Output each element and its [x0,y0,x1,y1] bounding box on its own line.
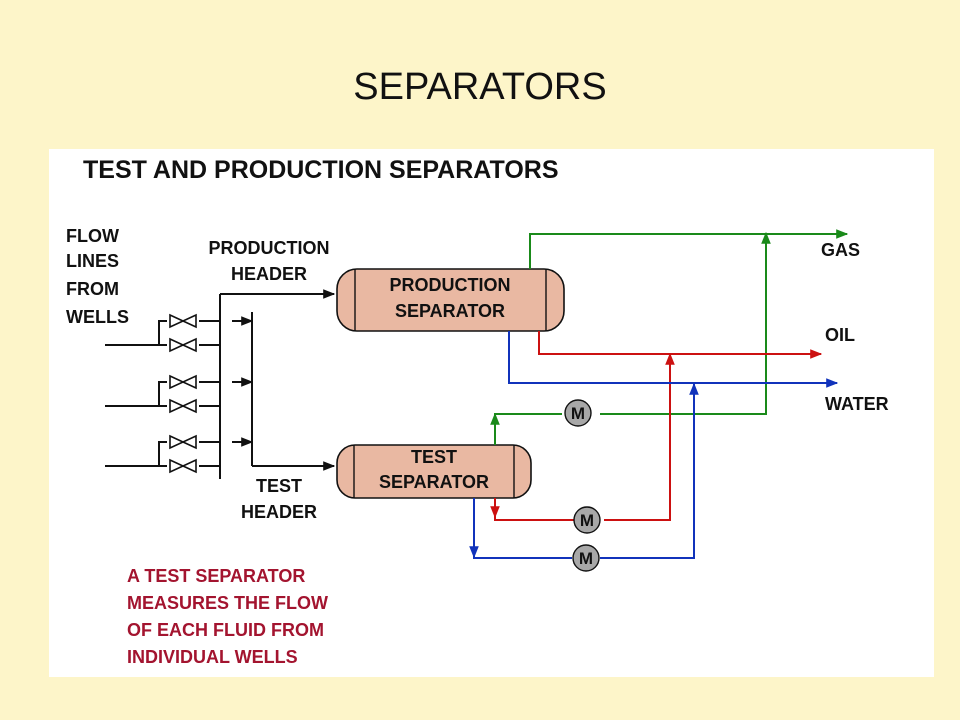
gas-output-label: GAS [821,240,860,260]
svg-text:FLOW: FLOW [66,226,119,246]
gas-lines [490,229,849,445]
test-separator-note: A TEST SEPARATOR MEASURES THE FLOW OF EA… [127,566,328,667]
production-header-pipe [219,289,336,479]
svg-text:FROM: FROM [66,279,119,299]
valve-icon [169,398,197,414]
svg-text:WELLS: WELLS [66,307,129,327]
valve-icon [169,434,197,450]
svg-text:M: M [571,404,585,423]
valve-icon [169,313,197,329]
oil-meter: M [573,506,601,534]
svg-text:SEPARATOR: SEPARATOR [379,472,489,492]
well-flow-lines [105,320,220,467]
water-meter: M [572,544,600,572]
svg-text:M: M [579,549,593,568]
svg-text:TEST: TEST [256,476,302,496]
svg-text:SEPARATOR: SEPARATOR [395,301,505,321]
svg-text:TEST: TEST [411,447,457,467]
svg-text:M: M [580,511,594,530]
svg-text:OF EACH FLUID FROM: OF EACH FLUID FROM [127,620,324,640]
valve-icon [169,374,197,390]
svg-text:PRODUCTION: PRODUCTION [209,238,330,258]
oil-lines [490,331,823,521]
flow-lines-label: FLOW LINES FROM WELLS [66,226,129,327]
test-separator: TEST SEPARATOR [336,444,532,499]
test-header-pipe [232,312,336,471]
test-header-label: TEST HEADER [241,476,317,522]
svg-text:INDIVIDUAL WELLS: INDIVIDUAL WELLS [127,647,298,667]
svg-text:A TEST SEPARATOR: A TEST SEPARATOR [127,566,305,586]
svg-text:PRODUCTION: PRODUCTION [390,275,511,295]
svg-text:HEADER: HEADER [241,502,317,522]
diagram-heading: TEST AND PRODUCTION SEPARATORS [83,156,559,184]
water-lines [469,331,839,559]
svg-text:LINES: LINES [66,251,119,271]
oil-output-label: OIL [825,325,855,345]
slide-title: SEPARATORS [353,66,607,108]
svg-text:HEADER: HEADER [231,264,307,284]
production-separator: PRODUCTION SEPARATOR [336,268,565,332]
svg-text:MEASURES THE FLOW: MEASURES THE FLOW [127,593,328,613]
valve-icons [169,313,197,474]
water-output-label: WATER [825,394,889,414]
diagram-panel: TEST AND PRODUCTION SEPARATORS FLOW LINE… [49,149,934,677]
valve-icon [169,458,197,474]
valve-icon [169,337,197,353]
gas-meter: M [564,399,592,427]
separator-diagram: TEST AND PRODUCTION SEPARATORS FLOW LINE… [66,156,889,667]
production-header-label: PRODUCTION HEADER [209,238,330,284]
